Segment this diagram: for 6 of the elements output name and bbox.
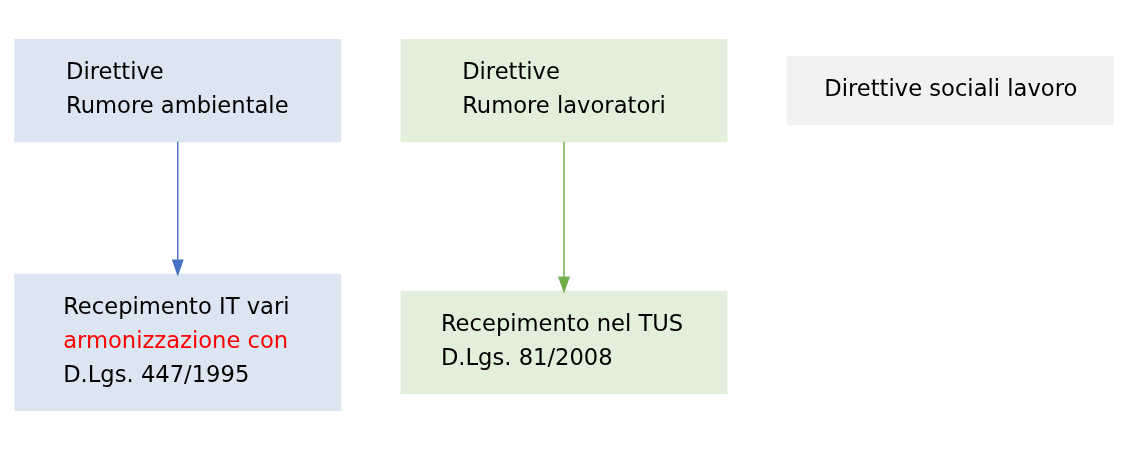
arrow [558, 141, 570, 294]
node-box: Recepimento nel TUS D.Lgs. 81/2008 [400, 290, 728, 395]
node-box: Direttive Rumore ambientale [14, 38, 342, 143]
node-box: Recepimento IT vari armonizzazione con D.Lgs. 447/1995 [14, 273, 342, 412]
arrow [171, 141, 184, 277]
node-box: Direttive Rumore lavoratori [400, 38, 728, 143]
